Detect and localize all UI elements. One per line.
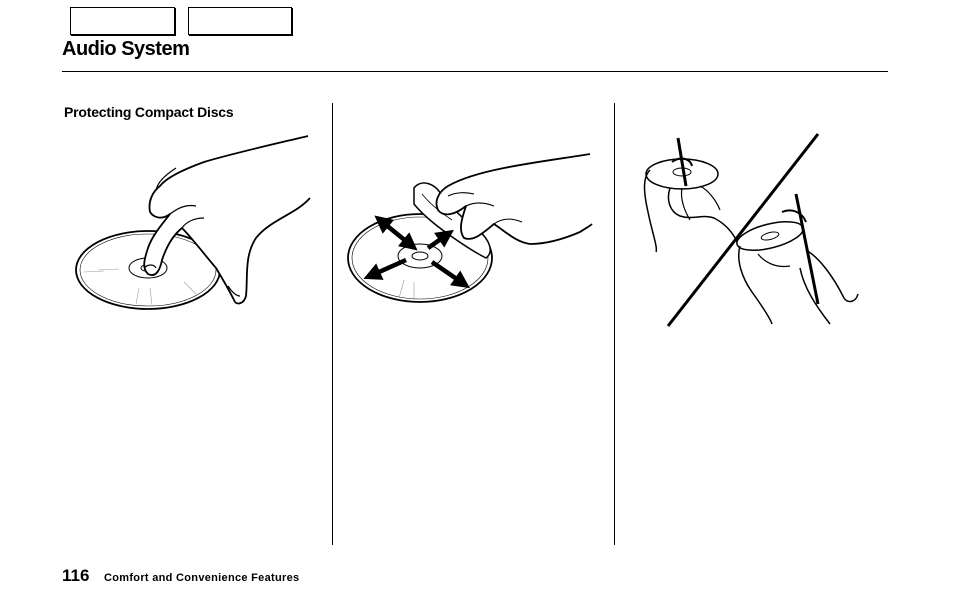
nav-button-table-of-contents[interactable] [188, 7, 292, 35]
page-title: Audio System [62, 38, 190, 60]
title-divider [62, 71, 888, 72]
disc-held-by-finger-in-center-hole-icon [64, 128, 322, 328]
column-divider [614, 103, 615, 545]
wiping-disc-with-cloth-outward-arrows-icon [344, 148, 598, 314]
cleaning-disc-edge-with-pen-icon [630, 128, 878, 330]
footer-section-name: Comfort and Convenience Features [104, 572, 300, 584]
page-number: 116 [62, 566, 90, 585]
section-heading: Protecting Compact Discs [64, 104, 234, 120]
column-divider [332, 103, 333, 545]
nav-button-main-menu[interactable] [70, 7, 175, 35]
